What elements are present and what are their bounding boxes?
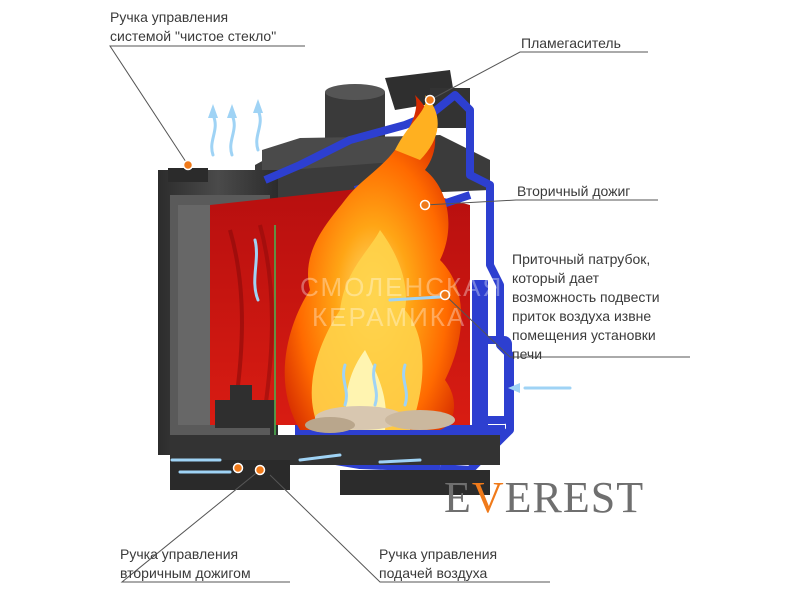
label-air-supply-handle: Ручка управления подачей воздуха xyxy=(379,546,498,581)
label-flame-arrester: Пламегаситель xyxy=(521,35,621,51)
logs xyxy=(305,406,455,433)
flame-v-icon: V xyxy=(471,473,505,522)
label-secondary-burn-handle: Ручка управления вторичным дожигом xyxy=(120,546,251,581)
flames xyxy=(284,95,462,430)
watermark-line-1: СМОЛЕНСКАЯ xyxy=(300,272,504,302)
chimney-outlet xyxy=(325,70,470,147)
marker-dots xyxy=(182,94,451,476)
label-clean-glass-handle: Ручка управления системой "чистое стекло… xyxy=(110,9,277,44)
label-secondary-burn: Вторичный дожиг xyxy=(517,183,631,199)
label-air-inlet: Приточный патрубок, который дает возможн… xyxy=(512,251,660,362)
everest-logo: EVEREST xyxy=(444,473,645,522)
leader-lines xyxy=(109,45,690,583)
watermark-line-2: КЕРАМИКА xyxy=(312,302,467,332)
air-flow-arrows xyxy=(170,108,572,474)
